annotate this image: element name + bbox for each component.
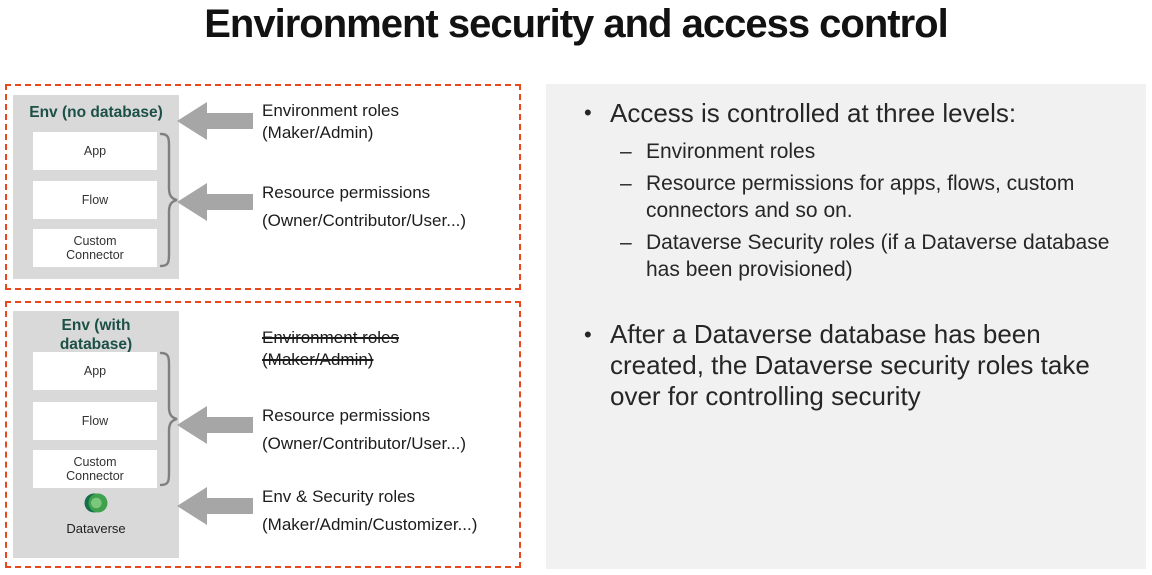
list-item-resource-permissions: Resource permissions for apps, flows, cu… (618, 170, 1146, 224)
annotation-env-security-roles: Env & Security roles (Maker/Admin/Custom… (262, 487, 478, 534)
list-item-dataverse-security-roles: Dataverse Security roles (if a Dataverse… (618, 229, 1146, 283)
annotation-resource-permissions: Resource permissions (Owner/Contributor/… (262, 183, 467, 230)
dataverse-label: Dataverse (66, 521, 126, 536)
app-label: App (83, 363, 107, 378)
access-levels-list: Environment roles Resource permissions f… (618, 138, 1146, 283)
annotation-environment-roles: Environment roles (Maker/Admin) (262, 101, 400, 142)
dataverse-icon (84, 493, 108, 513)
left-arrow-icon (177, 487, 253, 525)
app-box: App (33, 352, 157, 390)
left-arrow-icon (177, 102, 253, 140)
flow-label: Flow (81, 192, 109, 207)
curly-brace-icon (159, 132, 178, 268)
custom-connector-box: Custom Connector (33, 229, 157, 267)
annotation-environment-roles-struck: Environment roles (Maker/Admin) (262, 328, 400, 369)
curly-brace-icon (159, 351, 178, 487)
env-no-db-title: Env (no database) (29, 104, 163, 121)
env-with-db-title: Env (with database) (59, 317, 133, 353)
note-dataverse-takeover: After a Dataverse database has been crea… (576, 319, 1122, 412)
note-access-levels: Access is controlled at three levels: (576, 96, 1122, 130)
app-label: App (83, 143, 107, 158)
flow-box: Flow (33, 402, 157, 440)
flow-label: Flow (81, 413, 109, 428)
custom-connector-label: Custom Connector (66, 454, 124, 483)
left-arrow-icon (177, 183, 253, 221)
app-box: App (33, 132, 157, 170)
custom-connector-box: Custom Connector (33, 450, 157, 488)
slide-title: Environment security and access control (204, 2, 948, 46)
notes-panel: Access is controlled at three levels: En… (546, 84, 1146, 569)
flow-box: Flow (33, 181, 157, 219)
left-arrow-icon (177, 406, 253, 444)
list-item-environment-roles: Environment roles (618, 138, 1146, 165)
custom-connector-label: Custom Connector (66, 233, 124, 262)
annotation-resource-permissions: Resource permissions (Owner/Contributor/… (262, 406, 467, 453)
